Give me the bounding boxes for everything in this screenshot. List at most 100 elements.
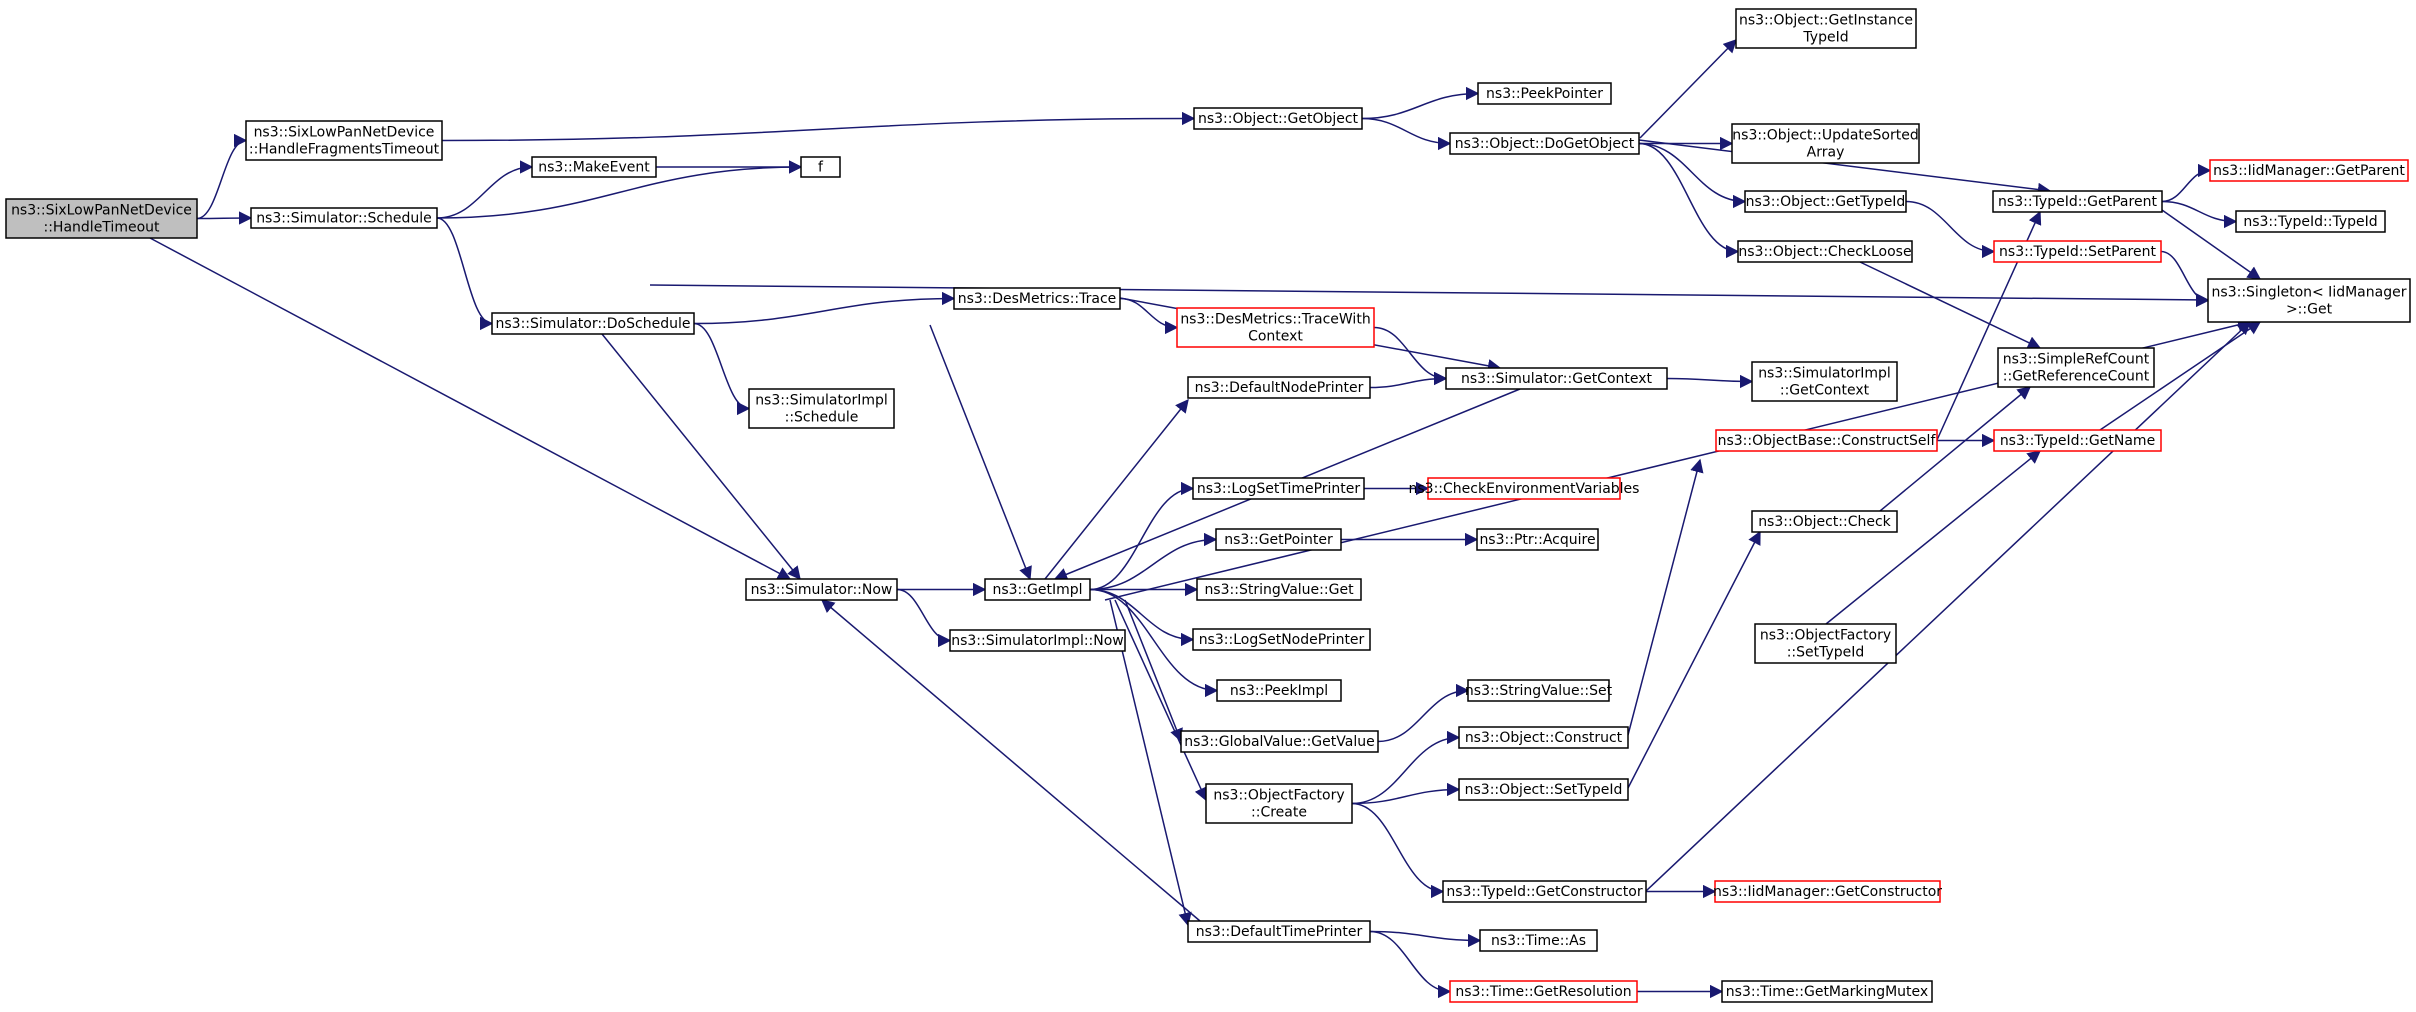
edge-now-to-implnow: [896, 588, 952, 648]
edge-tidgetctor-to-singleton: [1645, 321, 2251, 892]
edge-tidgetname-to-singleton: [2099, 321, 2262, 431]
node-box-tidgetctor: [1442, 880, 1647, 903]
edge-dogetobj-to-checkloose: [1638, 142, 1740, 259]
node-defnode[interactable]: ns3::DefaultNodePrinter: [1187, 376, 1371, 399]
node-getobj[interactable]: ns3::Object::GetObject: [1193, 107, 1363, 130]
node-implctx[interactable]: ns3::SimulatorImpl::GetContext: [1751, 361, 1898, 402]
node-ofcreate[interactable]: ns3::ObjectFactory::Create: [1205, 783, 1353, 824]
node-label-iidgetparent-0: ns3::IidManager::GetParent: [2213, 163, 2405, 179]
node-box-getctx: [1445, 367, 1668, 390]
node-label-constructself-0: ns3::ObjectBase::ConstructSelf: [1718, 433, 1937, 449]
edge-dosched-to-singleton: [649, 284, 2210, 307]
node-label-mkev-0: ns3::MakeEvent: [538, 160, 650, 176]
edge-root-to-hft: [196, 133, 248, 220]
node-label-getinst-1: TypeId: [1802, 30, 1848, 46]
node-box-tidtid: [2235, 210, 2386, 233]
node-label-deftime-0: ns3::DefaultTimePrinter: [1196, 924, 1363, 940]
node-label-f-0: f: [818, 160, 824, 176]
node-tidgetctor[interactable]: ns3::TypeId::GetConstructor: [1442, 880, 1647, 903]
edge-layer: [149, 39, 2262, 999]
node-svset[interactable]: ns3::StringValue::Set: [1465, 679, 1613, 702]
node-label-hft-0: ns3::SixLowPanNetDevice: [254, 125, 435, 141]
node-label-implsched-1: ::Schedule: [785, 410, 859, 426]
node-checkloose[interactable]: ns3::Object::CheckLoose: [1737, 240, 1913, 263]
node-peekimpl[interactable]: ns3::PeekImpl: [1216, 679, 1342, 702]
node-label-implsched-0: ns3::SimulatorImpl: [755, 393, 888, 409]
node-label-ofcreate-0: ns3::ObjectFactory: [1213, 788, 1344, 804]
node-box-dosched: [491, 312, 695, 335]
node-box-dogetobj: [1449, 132, 1640, 155]
node-implnow[interactable]: ns3::SimulatorImpl::Now: [949, 629, 1126, 652]
node-implsched[interactable]: ns3::SimulatorImpl::Schedule: [748, 388, 895, 429]
node-trace[interactable]: ns3::DesMetrics::Trace: [953, 287, 1121, 310]
node-box-svset: [1467, 679, 1610, 702]
node-acquire[interactable]: ns3::Ptr::Acquire: [1476, 528, 1599, 551]
node-iidgetctor[interactable]: ns3::IidManager::GetConstructor: [1713, 880, 1942, 903]
node-label-mutex-0: ns3::Time::GetMarkingMutex: [1726, 984, 1928, 1000]
node-tidtid[interactable]: ns3::TypeId::TypeId: [2235, 210, 2386, 233]
node-box-objgettid: [1744, 190, 1907, 213]
node-box-implsched: [748, 388, 895, 429]
node-label-checkloose-0: ns3::Object::CheckLoose: [1738, 244, 1911, 260]
node-box-peekptr: [1477, 82, 1612, 105]
node-timeres[interactable]: ns3::Time::GetResolution: [1449, 980, 1638, 1003]
node-iidgetparent[interactable]: ns3::IidManager::GetParent: [2209, 159, 2409, 182]
node-label-dogetobj-0: ns3::Object::DoGetObject: [1455, 136, 1635, 152]
node-label-ofcreate-1: ::Create: [1251, 805, 1307, 821]
node-logtime[interactable]: ns3::LogSetTimePrinter: [1192, 477, 1365, 500]
node-f[interactable]: f: [800, 156, 841, 178]
node-label-tidsetparent-0: ns3::TypeId::SetParent: [1999, 244, 2156, 260]
node-label-objcheck-0: ns3::Object::Check: [1758, 514, 1891, 530]
edge-ofcreate-to-objconstruct: [1351, 730, 1461, 805]
node-deftime[interactable]: ns3::DefaultTimePrinter: [1187, 920, 1371, 943]
node-gvget[interactable]: ns3::GlobalValue::GetValue: [1180, 730, 1379, 753]
node-box-updsorted: [1731, 123, 1920, 164]
node-label-root-0: ns3::SixLowPanNetDevice: [11, 203, 192, 219]
node-objgettid[interactable]: ns3::Object::GetTypeId: [1744, 190, 1907, 213]
edge-tidgetparent-to-iidgetparent: [2161, 163, 2212, 203]
node-tidsetparent[interactable]: ns3::TypeId::SetParent: [1993, 240, 2162, 263]
node-ofsettid[interactable]: ns3::ObjectFactory::SetTypeId: [1754, 623, 1897, 664]
node-checkenv[interactable]: ns3::CheckEnvironmentVariables: [1409, 477, 1640, 500]
node-box-refcount: [1997, 347, 2155, 388]
edge-tidgetparent-to-singleton: [2161, 209, 2262, 280]
node-tidgetparent[interactable]: ns3::TypeId::GetParent: [1992, 190, 2163, 213]
node-label-getimpl-0: ns3::GetImpl: [992, 582, 1082, 598]
node-box-lognode: [1192, 628, 1371, 651]
node-peekptr[interactable]: ns3::PeekPointer: [1477, 82, 1612, 105]
node-dosched[interactable]: ns3::Simulator::DoSchedule: [491, 312, 695, 335]
node-label-getobj-0: ns3::Object::GetObject: [1198, 111, 1359, 127]
node-timeas[interactable]: ns3::Time::As: [1479, 929, 1598, 952]
node-mkev[interactable]: ns3::MakeEvent: [531, 156, 657, 178]
node-lognode[interactable]: ns3::LogSetNodePrinter: [1192, 628, 1371, 651]
node-box-timeres: [1449, 980, 1638, 1003]
node-tidgetname[interactable]: ns3::TypeId::GetName: [1993, 429, 2162, 452]
node-dogetobj[interactable]: ns3::Object::DoGetObject: [1449, 132, 1640, 155]
node-label-timeres-0: ns3::Time::GetResolution: [1455, 984, 1631, 1000]
node-getimpl[interactable]: ns3::GetImpl: [984, 578, 1091, 601]
node-sched[interactable]: ns3::Simulator::Schedule: [250, 207, 438, 229]
node-now[interactable]: ns3::Simulator::Now: [745, 578, 898, 601]
node-box-sched: [250, 207, 438, 229]
edge-dosched-to-implsched: [693, 322, 751, 416]
node-svget[interactable]: ns3::StringValue::Get: [1196, 578, 1362, 601]
node-box-objconstruct: [1458, 726, 1629, 749]
node-getctx[interactable]: ns3::Simulator::GetContext: [1445, 367, 1668, 390]
node-objcheck[interactable]: ns3::Object::Check: [1751, 510, 1898, 533]
node-box-svget: [1196, 578, 1362, 601]
node-singleton[interactable]: ns3::Singleton< IidManager >::Get: [2207, 278, 2411, 323]
node-constructself[interactable]: ns3::ObjectBase::ConstructSelf: [1715, 429, 1938, 452]
node-objconstruct[interactable]: ns3::Object::Construct: [1458, 726, 1629, 749]
node-refcount[interactable]: ns3::SimpleRefCount::GetReferenceCount: [1997, 347, 2155, 388]
node-box-acquire: [1476, 528, 1599, 551]
edge-getobj-to-peekptr: [1361, 86, 1480, 120]
node-label-logtime-0: ns3::LogSetTimePrinter: [1197, 481, 1361, 497]
node-hft[interactable]: ns3::SixLowPanNetDevice::HandleFragments…: [245, 120, 443, 161]
node-mutex[interactable]: ns3::Time::GetMarkingMutex: [1721, 980, 1933, 1003]
node-getptr[interactable]: ns3::GetPointer: [1215, 528, 1342, 551]
node-layer: ns3::SixLowPanNetDevice::HandleTimeoutns…: [5, 8, 2411, 1003]
node-objsettid[interactable]: ns3::Object::SetTypeId: [1458, 778, 1629, 801]
